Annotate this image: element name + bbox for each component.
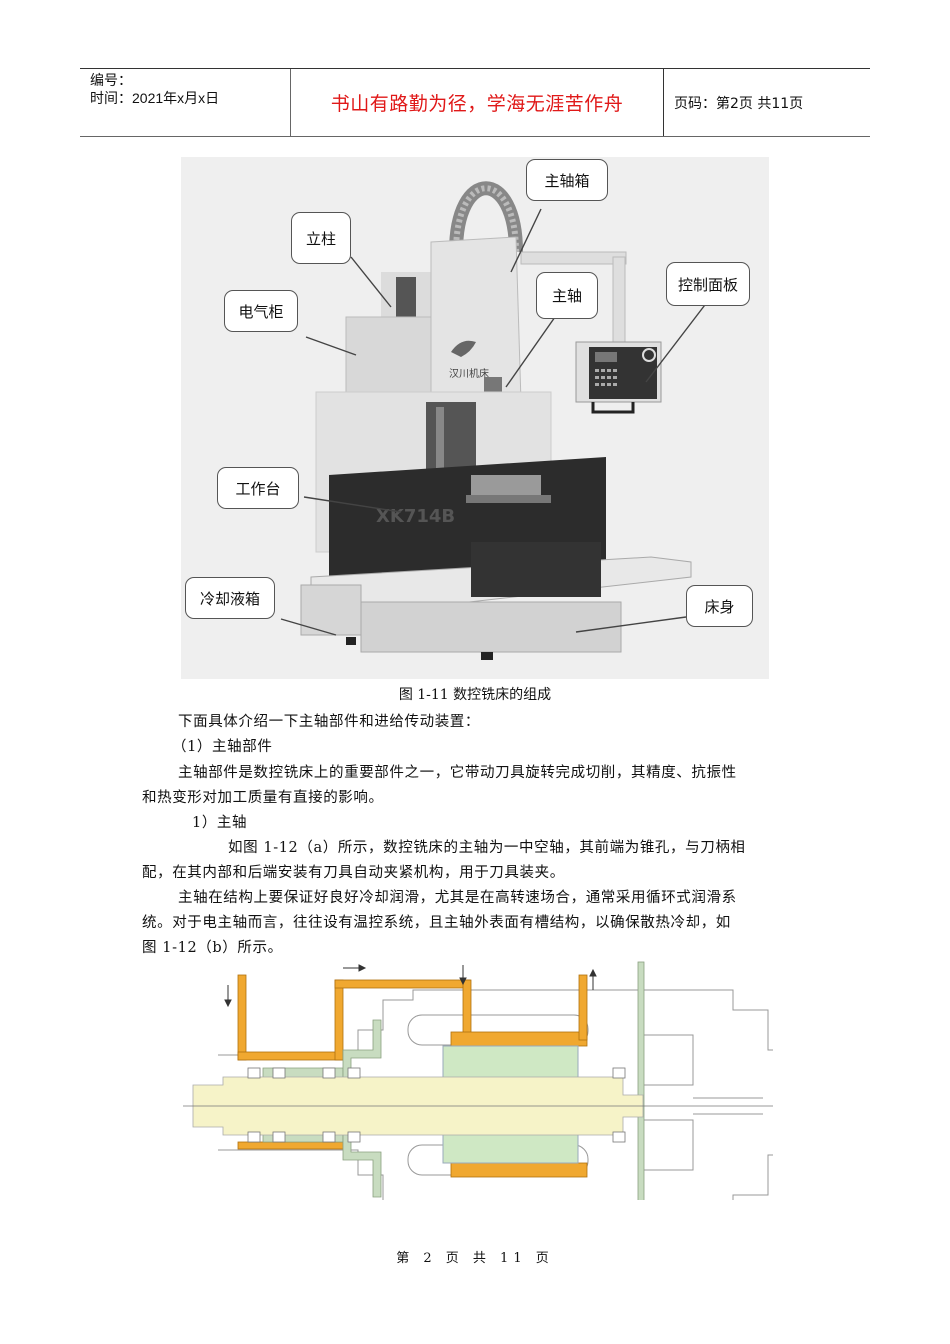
time-label: 时间：2021年x月x日	[90, 90, 220, 106]
header-meta-cell: 编号： 时间：2021年x月x日	[80, 69, 291, 136]
spindle-diagram	[183, 961, 824, 1216]
heading-spindle: 1）主轴	[192, 815, 248, 831]
paragraph-cooling-line3: 图 1-12（b）所示。	[142, 940, 283, 956]
header-page-info: 页码：第2页 共11页	[674, 95, 804, 112]
header-motto: 书山有路勤为径，学海无涯苦作舟	[291, 69, 664, 136]
figure-cnc-milling-machine: 汉川机床 XK714B	[181, 157, 769, 679]
page-footer: 第 2 页 共 11 页	[396, 1251, 554, 1266]
callout-spindle: 主轴	[536, 272, 598, 319]
paragraph-intro: 下面具体介绍一下主轴部件和进给传动装置：	[178, 714, 480, 730]
figure-spindle-cross-section	[183, 960, 824, 1216]
document-header: 编号： 时间：2021年x月x日 书山有路勤为径，学海无涯苦作舟 页码：第2页 …	[80, 68, 870, 137]
figure1-caption: 图 1-11 数控铣床的组成	[398, 687, 552, 703]
callout-bed: 床身	[686, 585, 753, 627]
callout-coolant-tank: 冷却液箱	[185, 577, 275, 619]
callout-column: 立柱	[291, 212, 351, 264]
heading-spindle-component: （1）主轴部件	[172, 739, 273, 755]
paragraph-cooling-line1: 主轴在结构上要保证好良好冷却润滑，尤其是在高转速场合，通常采用循环式润滑系	[178, 890, 737, 906]
paragraph-cooling-line2: 统。对于电主轴而言，往往设有温控系统，且主轴外表面有槽结构，以确保散热冷却，如	[142, 915, 731, 931]
callout-worktable: 工作台	[217, 467, 299, 509]
paragraph-spindle-line1: 如图 1-12（a）所示，数控铣床的主轴为一中空轴，其前端为锥孔，与刀柄相	[228, 840, 746, 856]
callout-electric-cabinet: 电气柜	[224, 290, 298, 332]
paragraph-spindle-component-line1: 主轴部件是数控铣床上的重要部件之一，它带动刀具旋转完成切削，其精度、抗振性	[178, 765, 737, 781]
callout-control-panel: 控制面板	[666, 262, 750, 306]
svg-text:XK714B: XK714B	[376, 506, 455, 527]
svg-text:汉川机床: 汉川机床	[449, 367, 489, 380]
paragraph-spindle-component-line2: 和热变形对加工质量有直接的影响。	[142, 790, 384, 806]
machine-illustration: 汉川机床 XK714B	[280, 181, 712, 660]
callout-spindle-box: 主轴箱	[526, 159, 608, 201]
number-label: 编号：	[90, 72, 132, 88]
paragraph-spindle-line2: 配，在其内部和后端安装有刀具自动夹紧机构，用于刀具装夹。	[142, 865, 565, 881]
